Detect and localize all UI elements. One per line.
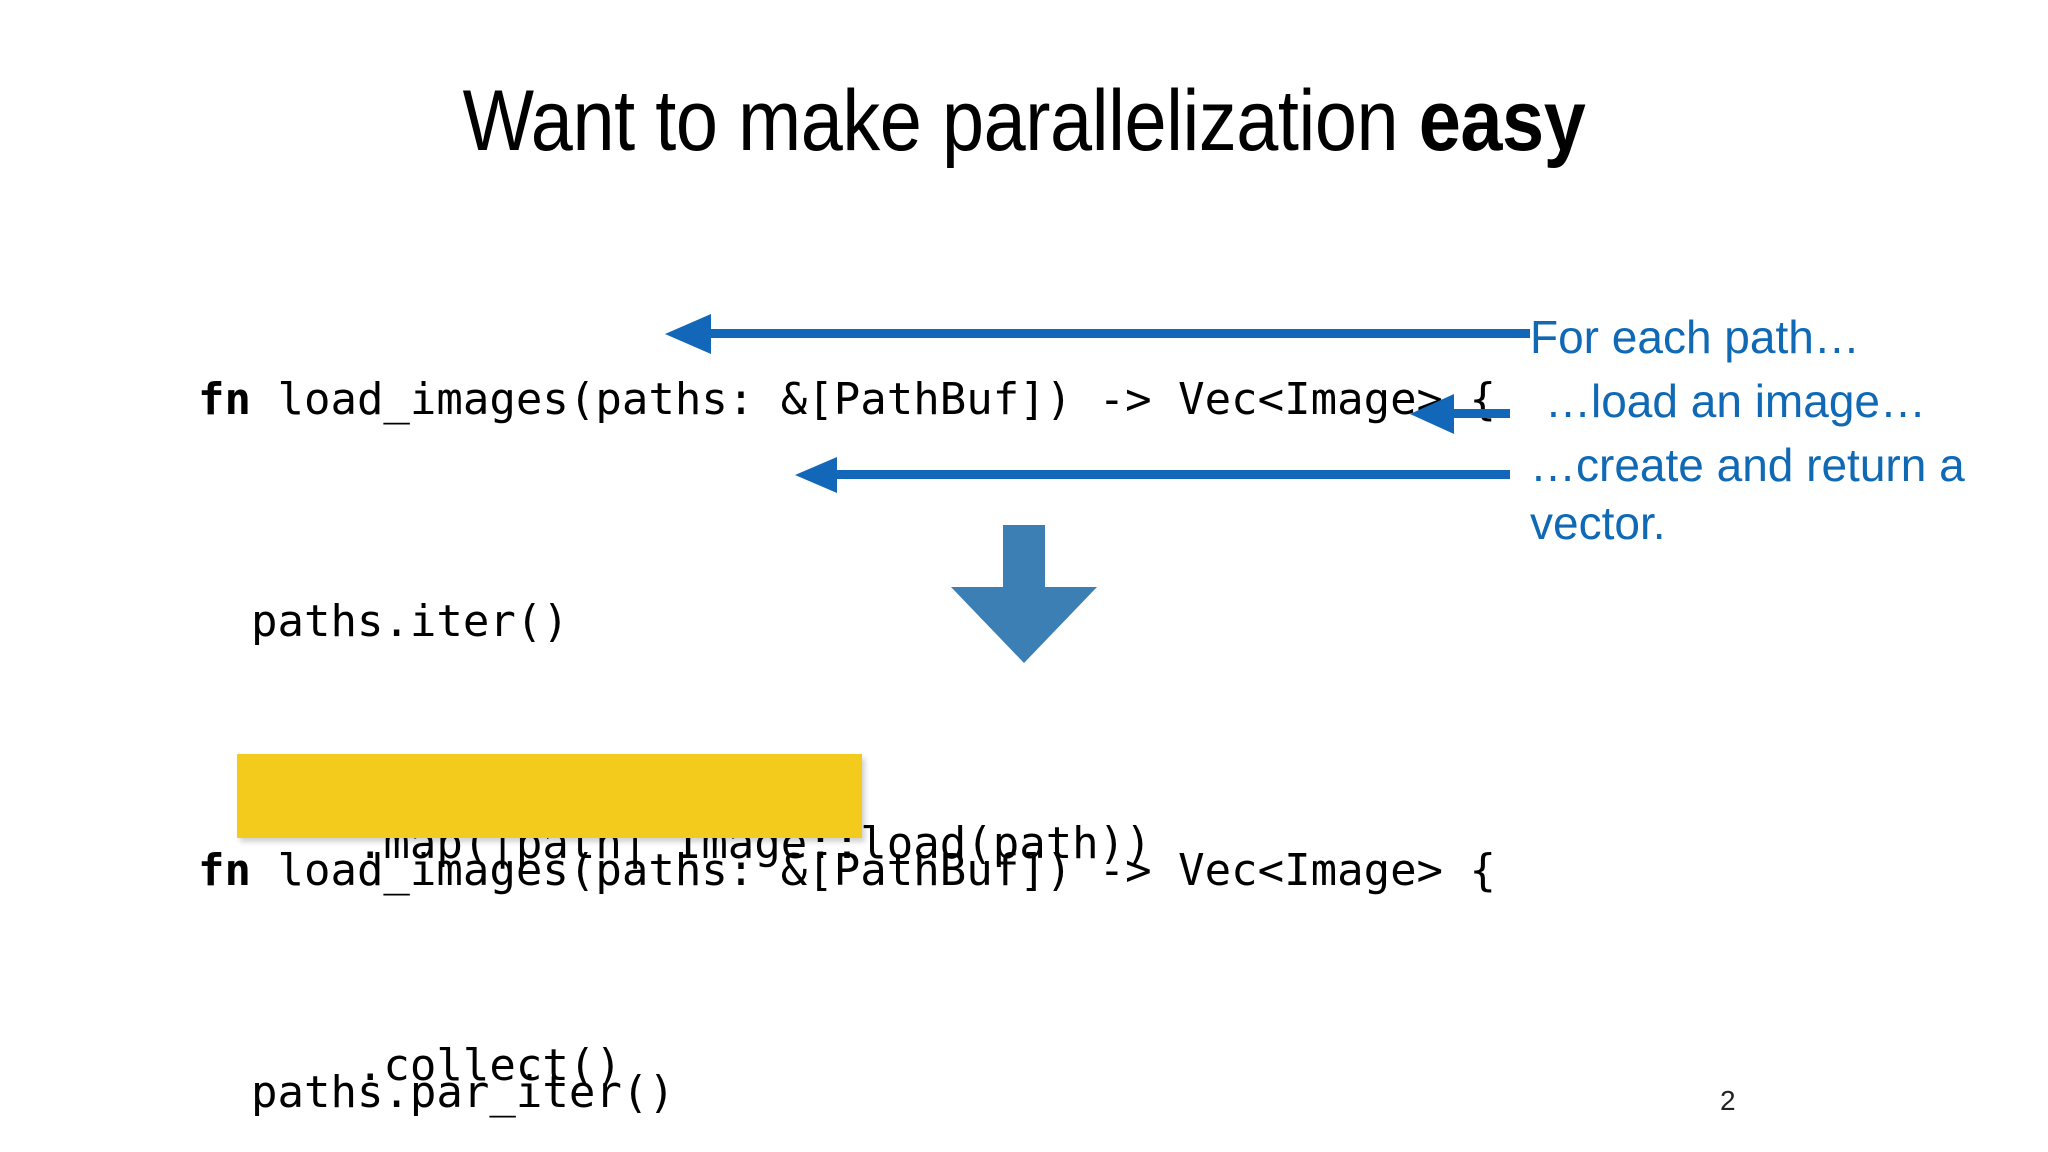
code-line: paths.iter() — [198, 585, 1496, 659]
arrow-to-collect-icon — [795, 457, 1510, 493]
page-number: 2 — [1720, 1085, 1736, 1116]
arrow-to-iter-icon — [665, 314, 1530, 354]
code-text: paths.par_iter() — [198, 1067, 675, 1118]
arrow-to-map-icon — [1410, 394, 1510, 434]
code-keyword: fn — [198, 374, 251, 425]
code-line-highlighted: paths.par_iter() — [198, 1056, 1496, 1130]
title-emphasis: easy — [1418, 73, 1586, 169]
annotation-load-an-image: …load an image… — [1545, 375, 1926, 427]
code-block-parallel: fn load_images(paths: &[PathBuf]) -> Vec… — [198, 686, 1496, 1152]
code-text: load_images(paths: &[PathBuf]) -> Vec<Im… — [250, 845, 1497, 896]
code-text: load_images(paths: &[PathBuf]) -> Vec<Im… — [250, 374, 1497, 425]
code-keyword: fn — [198, 845, 251, 896]
code-line: fn load_images(paths: &[PathBuf]) -> Vec… — [198, 363, 1496, 437]
par-iter-highlight — [237, 754, 862, 838]
code-text: paths.iter() — [198, 596, 569, 647]
code-text: .collect() — [198, 1040, 622, 1091]
code-line: .collect() — [198, 1029, 1496, 1103]
title-prefix: Want to make parallelization — [462, 73, 1419, 169]
annotation-for-each-path: For each path… — [1530, 311, 1860, 363]
annotation-create-and-return: …create and return a vector. — [1530, 439, 1965, 549]
page-title: Want to make parallelization easy — [123, 78, 1925, 164]
code-line: fn load_images(paths: &[PathBuf]) -> Vec… — [198, 834, 1496, 908]
code-block-sequential: fn load_images(paths: &[PathBuf]) -> Vec… — [198, 215, 1496, 1152]
transform-down-arrow-icon — [951, 525, 1097, 663]
